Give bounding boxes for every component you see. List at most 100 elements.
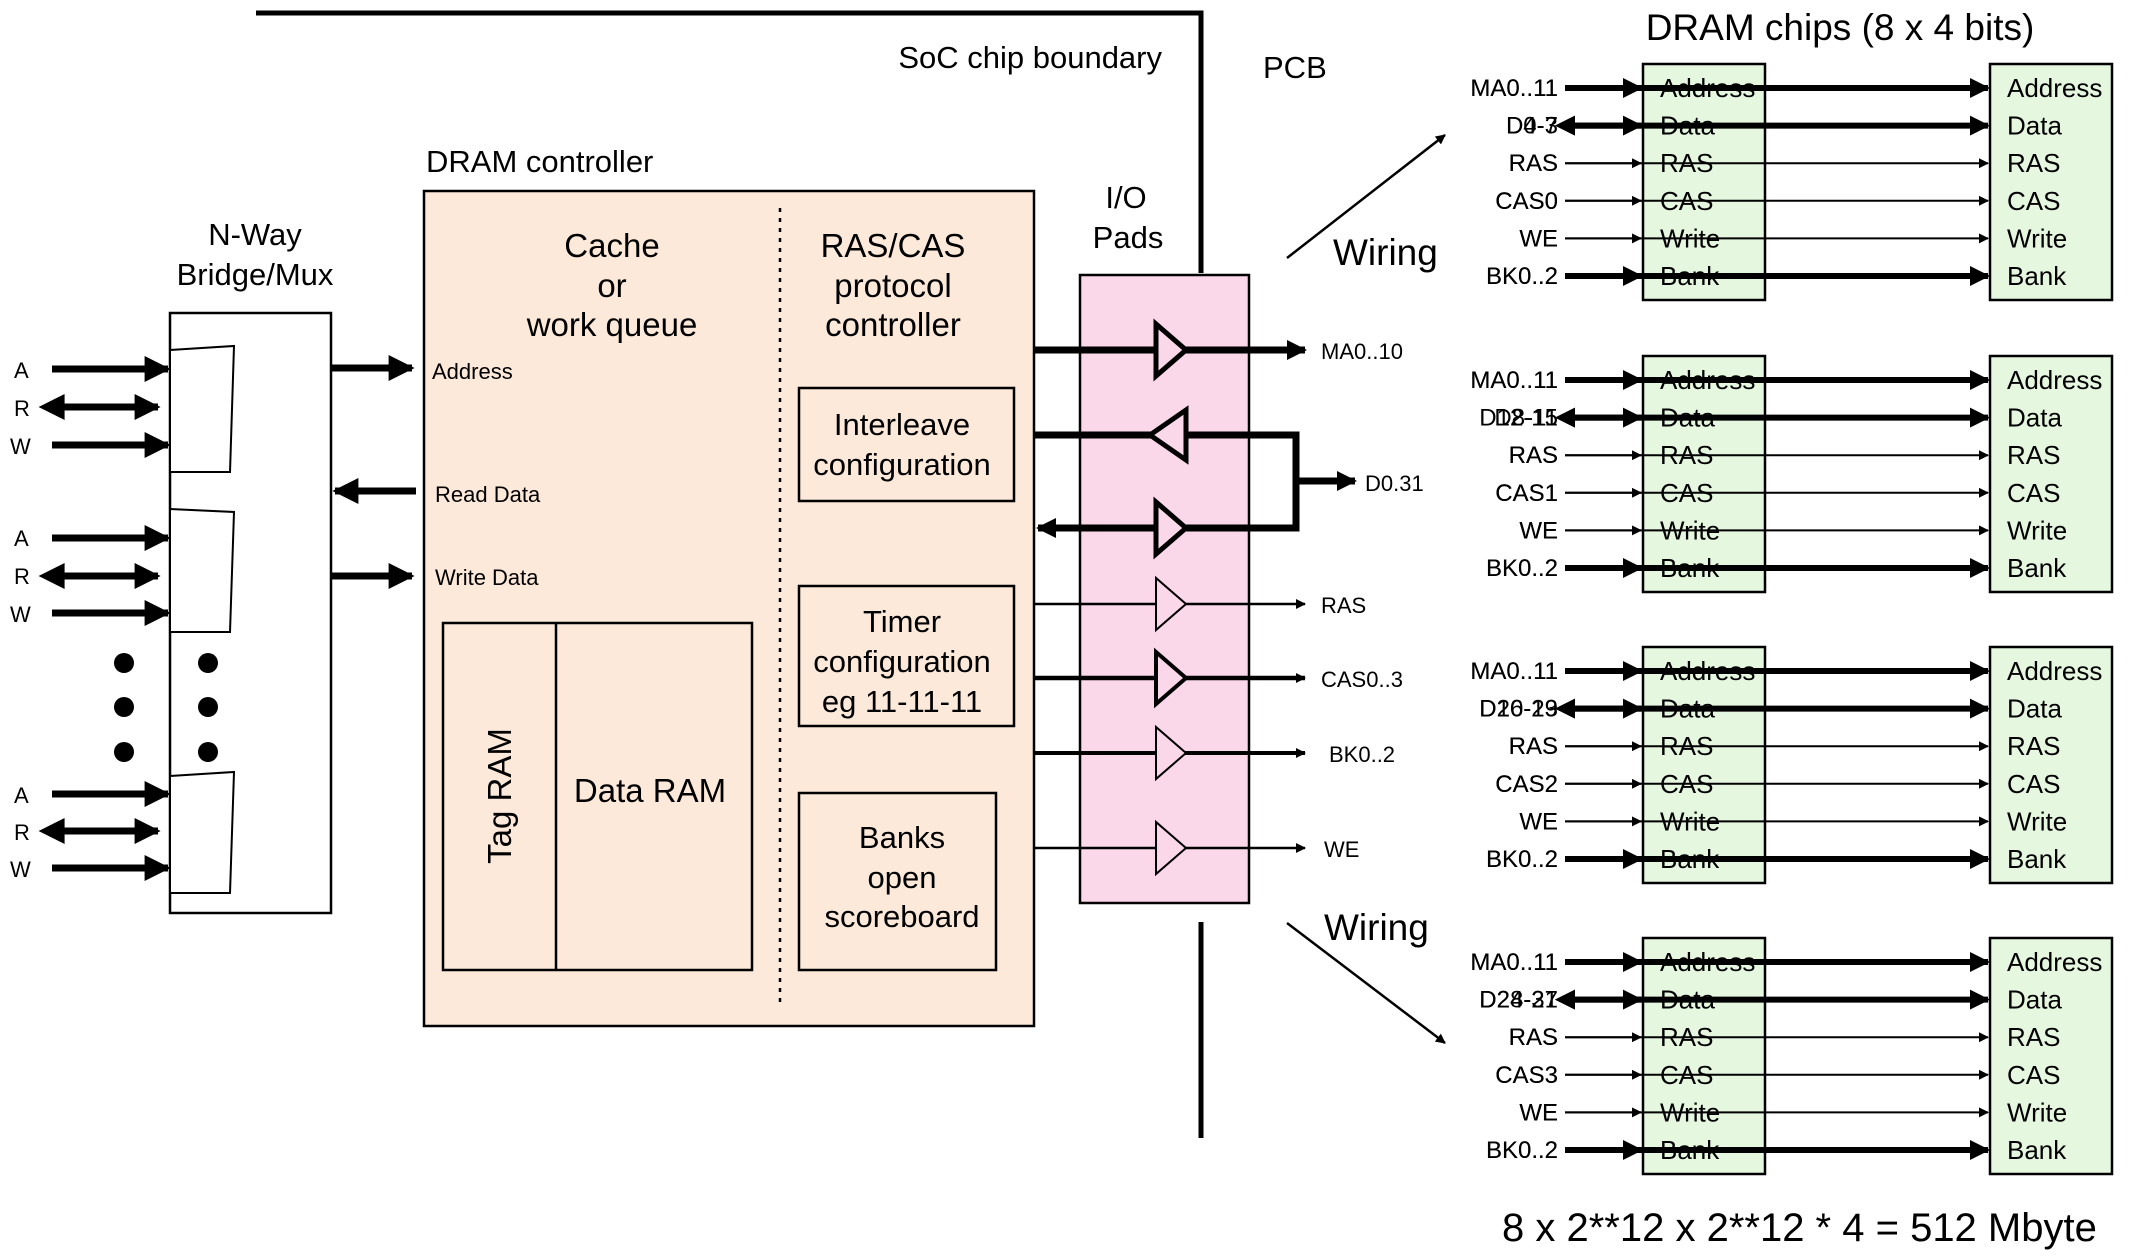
ellipsis-dot (114, 697, 134, 717)
port-label: A (14, 526, 29, 551)
bank-buffer (1155, 724, 1188, 782)
dram-chip-box (1988, 645, 2114, 885)
chip-signal-label: MA0..11 (1470, 75, 1558, 102)
data-in-buffer (1145, 405, 1189, 465)
chip-signal-label: WE (1519, 517, 1558, 544)
chip-signal-label: D16-19 (1479, 696, 1558, 723)
chip-signal-label: RAS (1509, 733, 1558, 760)
port-label: R (14, 564, 30, 589)
ras-pad-label: RAS (1321, 593, 1366, 618)
banks-scoreboard-box (797, 791, 998, 972)
ellipsis-dot (198, 742, 218, 762)
cache-label-line2: or (597, 267, 626, 304)
soc-boundary-line (256, 10, 1204, 273)
port-label: R (14, 820, 30, 845)
mux-shape-1 (169, 344, 236, 473)
mux-shape-3 (169, 770, 236, 894)
chip-signal-label: MA0..11 (1470, 367, 1558, 394)
chip-signal-label: CAS0 (1495, 188, 1558, 215)
capacity-formula: 8 x 2**12 x 2**12 * 4 = 512 Mbyte (1502, 1206, 2097, 1250)
dram-controller-box (422, 189, 1036, 1028)
protocol-label-line2: protocol (834, 267, 951, 304)
chip-signal-label: CAS1 (1495, 480, 1558, 507)
dram-controller-label: DRAM controller (426, 144, 653, 179)
data-pad-label: D0.31 (1365, 471, 1424, 496)
banks-label-line3: scoreboard (824, 899, 979, 934)
chip-signal-label: WE (1519, 1099, 1558, 1126)
port-label: W (10, 602, 31, 627)
ellipsis-dot (114, 653, 134, 673)
chip-pin-label: CAS (2007, 1060, 2060, 1090)
chip-signal-label: D24-27 (1479, 987, 1558, 1014)
dram-chip-box (1641, 354, 1767, 594)
chip-signal-label: CAS2 (1495, 771, 1558, 798)
ellipsis-dot (198, 653, 218, 673)
chip-pin-label: Write (2007, 223, 2067, 253)
chip-pin-label: Address (2007, 73, 2102, 103)
ellipsis-dot (114, 742, 134, 762)
chip-signal-label: BK0..2 (1486, 1137, 1558, 1164)
chip-pin-label: RAS (2007, 440, 2060, 470)
chip-pin-label: Data (2007, 694, 2062, 724)
interleave-label-line1: Interleave (834, 407, 970, 442)
chip-signal-label: WE (1519, 808, 1558, 835)
timer-label-line3: eg 11-11-11 (822, 684, 982, 719)
chip-pin-label: CAS (2007, 186, 2060, 216)
chip-signal-label: BK0..2 (1486, 846, 1558, 873)
chip-signal-label: RAS (1509, 733, 1558, 760)
dram-chip-box (1641, 645, 1767, 885)
tag-ram-label: Tag RAM (481, 728, 518, 864)
chip-pin-label: Write (2007, 515, 2067, 545)
chip-pin-label: Bank (2007, 1135, 2067, 1165)
chip-signal-label: BK0..2 (1486, 263, 1558, 290)
bridge-title-line1: N-Way (208, 217, 302, 252)
chip-signal-label: D12-15 (1479, 405, 1558, 432)
tag-data-ram-box (441, 621, 754, 972)
read-data-port-label: Read Data (435, 482, 541, 507)
chip-signal-label: D28-31 (1479, 987, 1558, 1014)
wiring-label-bottom: Wiring (1324, 907, 1429, 948)
chip-pin-label: RAS (2007, 731, 2060, 761)
protocol-label-line1: RAS/CAS (821, 227, 966, 264)
chip-signal-label: MA0..11 (1470, 367, 1558, 394)
chip-signal-label: CAS3 (1495, 1062, 1558, 1089)
timer-config-box (797, 584, 1016, 728)
port-label: W (10, 434, 31, 459)
bank-pad-label: BK0..2 (1329, 742, 1395, 767)
chip-signal-label: D20-23 (1479, 696, 1558, 723)
chip-pin-label: Bank (2007, 261, 2067, 291)
chip-pin-label: Data (2007, 985, 2062, 1015)
data-out-buffer (1153, 496, 1190, 560)
chip-pin-label: RAS (2007, 1022, 2060, 1052)
chip-pin-label: Address (2007, 365, 2102, 395)
bridge-title-line2: Bridge/Mux (177, 257, 334, 292)
ellipsis-dot (198, 697, 218, 717)
chip-signal-label: D4-7 (1506, 113, 1558, 140)
chip-signal-label: WE (1519, 808, 1558, 835)
chip-signal-label: RAS (1509, 442, 1558, 469)
chip-pin-label: Address (2007, 947, 2102, 977)
port-label: A (14, 358, 29, 383)
pcb-label: PCB (1263, 50, 1327, 85)
dram-chip-box (1988, 62, 2114, 302)
port-label: A (14, 783, 29, 808)
cache-label-line3: work queue (526, 306, 698, 343)
wiring-arrow-top (1286, 134, 1446, 259)
chip-signal-label: D8-11 (1494, 405, 1558, 432)
dram-chip-box (1641, 62, 1767, 302)
chip-signal-label: MA0..11 (1470, 75, 1558, 102)
chip-pin-label: CAS (2007, 478, 2060, 508)
timer-label-line1: Timer (863, 604, 941, 639)
dram-chip-box (1988, 936, 2114, 1176)
chip-signal-label: CAS2 (1495, 771, 1558, 798)
interleave-config-box (797, 386, 1016, 503)
port-label: W (10, 857, 31, 882)
chip-signal-label: MA0..11 (1470, 658, 1558, 685)
chip-signal-label: D0-3 (1506, 113, 1558, 140)
chip-signal-label: WE (1519, 225, 1558, 252)
